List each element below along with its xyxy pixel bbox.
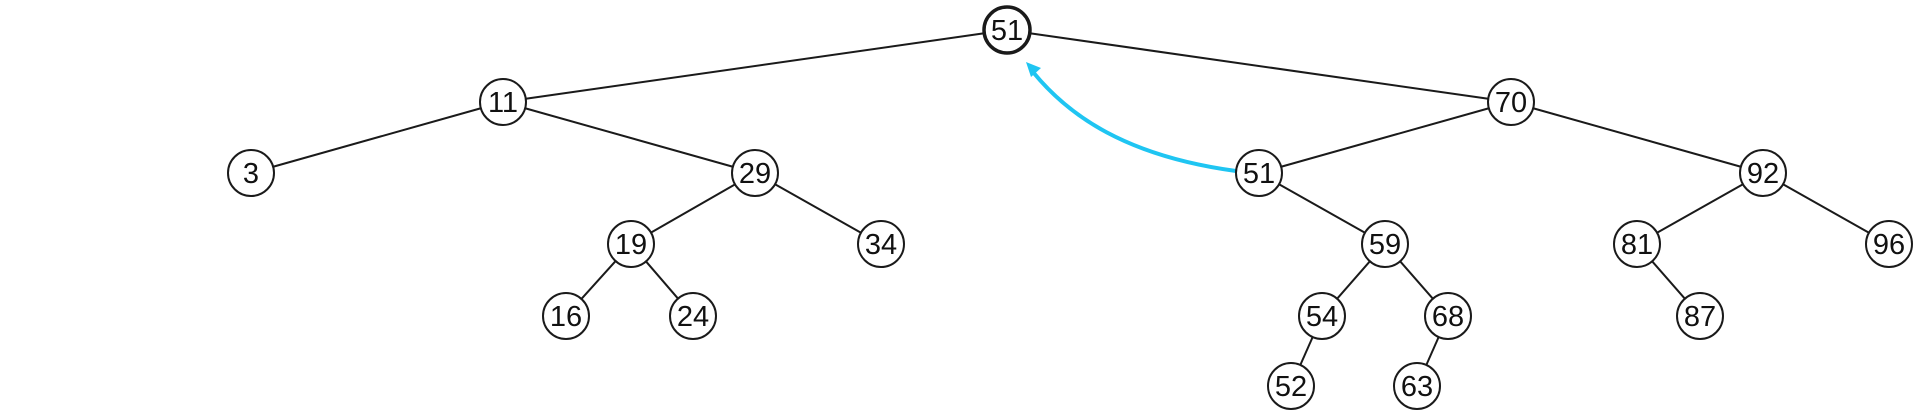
node-label: 81 <box>1621 229 1653 261</box>
node-label: 54 <box>1306 301 1338 333</box>
tree-node-n19: 19 <box>607 220 655 268</box>
edge-n29-n19 <box>650 183 736 234</box>
node-circle <box>542 292 590 340</box>
arrow-curve <box>1031 70 1237 173</box>
node-circle <box>669 292 717 340</box>
node-circle <box>731 149 779 197</box>
tree-node-n92: 92 <box>1739 149 1787 197</box>
tree-node-n11: 11 <box>479 78 527 126</box>
node-circle <box>1393 362 1441 410</box>
tree-node-n52: 52 <box>1267 362 1315 410</box>
node-circle <box>857 220 905 268</box>
node-circle <box>1424 292 1472 340</box>
node-circle <box>227 149 275 197</box>
node-circle <box>1739 149 1787 197</box>
node-label: 68 <box>1432 301 1464 333</box>
node-label: 52 <box>1275 371 1307 403</box>
edge-n19-n24 <box>645 260 679 300</box>
node-label: 92 <box>1747 158 1779 190</box>
tree-node-n59: 59 <box>1361 220 1409 268</box>
node-label: 24 <box>677 301 709 333</box>
node-label: 51 <box>1243 158 1275 190</box>
node-circle <box>1267 362 1315 410</box>
edge-n54-n52 <box>1299 336 1314 366</box>
node-label: 34 <box>865 229 897 261</box>
edge-n81-n87 <box>1651 260 1686 300</box>
tree-node-n34: 34 <box>857 220 905 268</box>
node-circle <box>982 5 1032 55</box>
edge-root-n70 <box>1029 32 1489 100</box>
edge-n59-n54 <box>1336 260 1371 300</box>
edge-root-n11 <box>525 32 985 100</box>
edge-n70-n51b <box>1280 107 1490 168</box>
node-label: 3 <box>243 158 259 190</box>
edge-n51b-n59 <box>1278 183 1366 234</box>
node-circle <box>607 220 655 268</box>
tree-node-n24: 24 <box>669 292 717 340</box>
node-circle <box>1235 149 1283 197</box>
tree-node-n54: 54 <box>1298 292 1346 340</box>
node-circle <box>1361 220 1409 268</box>
node-circle <box>1613 220 1661 268</box>
edge-n92-n81 <box>1656 183 1744 234</box>
tree-node-n70: 70 <box>1487 78 1535 126</box>
tree-node-n29: 29 <box>731 149 779 197</box>
edge-n70-n92 <box>1532 107 1742 168</box>
node-label: 59 <box>1369 229 1401 261</box>
node-label: 11 <box>488 87 518 119</box>
edge-n68-n63 <box>1425 336 1440 366</box>
tree-node-root: 51 <box>982 5 1032 55</box>
tree-node-n3: 3 <box>227 149 275 197</box>
node-label: 87 <box>1684 301 1716 333</box>
edge-n92-n96 <box>1782 183 1870 234</box>
edge-n59-n68 <box>1399 260 1434 300</box>
arrow-head-icon <box>1026 62 1041 77</box>
tree-edges <box>272 32 1870 366</box>
node-circle <box>1676 292 1724 340</box>
edge-n19-n16 <box>580 260 617 300</box>
successor-arrow <box>1026 62 1237 173</box>
tree-node-n96: 96 <box>1865 220 1913 268</box>
edge-n11-n29 <box>524 107 734 168</box>
edge-n29-n34 <box>774 183 862 234</box>
node-label: 19 <box>615 229 647 261</box>
node-circle <box>1487 78 1535 126</box>
tree-node-n16: 16 <box>542 292 590 340</box>
node-circle <box>479 78 527 126</box>
node-label: 16 <box>550 301 582 333</box>
node-circle <box>1865 220 1913 268</box>
tree-nodes: 51 11 70 3 29 19 34 16 24 51 92 59 54 68 52 63 81 96 87 <box>227 5 1913 410</box>
node-label: 70 <box>1495 87 1527 119</box>
node-label: 51 <box>991 15 1023 47</box>
tree-node-n81: 81 <box>1613 220 1661 268</box>
tree-node-n87: 87 <box>1676 292 1724 340</box>
tree-node-n63: 63 <box>1393 362 1441 410</box>
tree-node-n68: 68 <box>1424 292 1472 340</box>
edge-n11-n3 <box>272 107 482 168</box>
node-label: 63 <box>1401 371 1433 403</box>
node-label: 96 <box>1873 229 1905 261</box>
node-label: 29 <box>739 158 771 190</box>
tree-node-n51b: 51 <box>1235 149 1283 197</box>
node-circle <box>1298 292 1346 340</box>
